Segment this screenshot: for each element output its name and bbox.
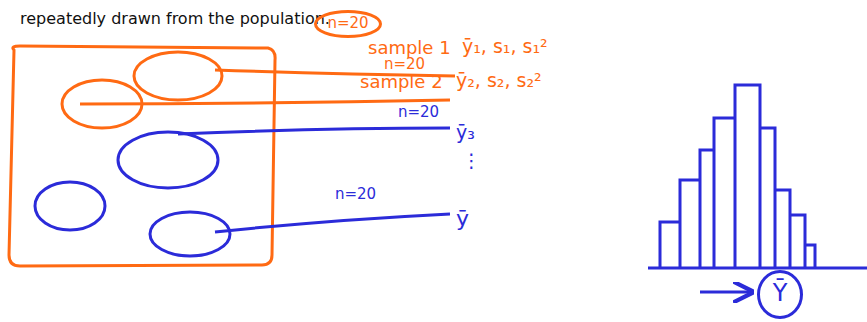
ellipsis-dots: ⋮ [462,150,481,172]
sample-line [80,100,450,104]
circle-outline [759,271,802,317]
statistic-label: ȳ₂, s₂, s₂² [456,70,542,92]
sample-line [178,128,450,134]
sample-size: n=20 [335,186,376,203]
population-box [9,46,275,266]
statistic-label: ȳ₁, s₁, s₁² [462,36,548,58]
statistic-label: ȳ₃ [456,122,475,144]
heading-text: repeatedly drawn from the population. [20,10,330,28]
sample-label: sample 2 [360,72,443,93]
sample-size: n=20 [384,56,425,73]
circled-statistic: Ȳ [757,270,803,319]
sample-loop [118,132,218,188]
sample-loop [35,182,105,230]
pointer-arrow [700,291,752,294]
node-text: Ȳ [773,280,788,308]
circled-sample-size: n=20 [314,10,382,38]
histogram-bars [660,85,815,268]
circle-outline [316,12,381,37]
sample-size: n=20 [398,104,439,121]
statistic-label: ȳ [456,206,469,231]
sample-loop [134,52,222,100]
sample-line [215,214,450,232]
node-text: n=20 [327,15,368,32]
sample-loop [150,212,230,256]
